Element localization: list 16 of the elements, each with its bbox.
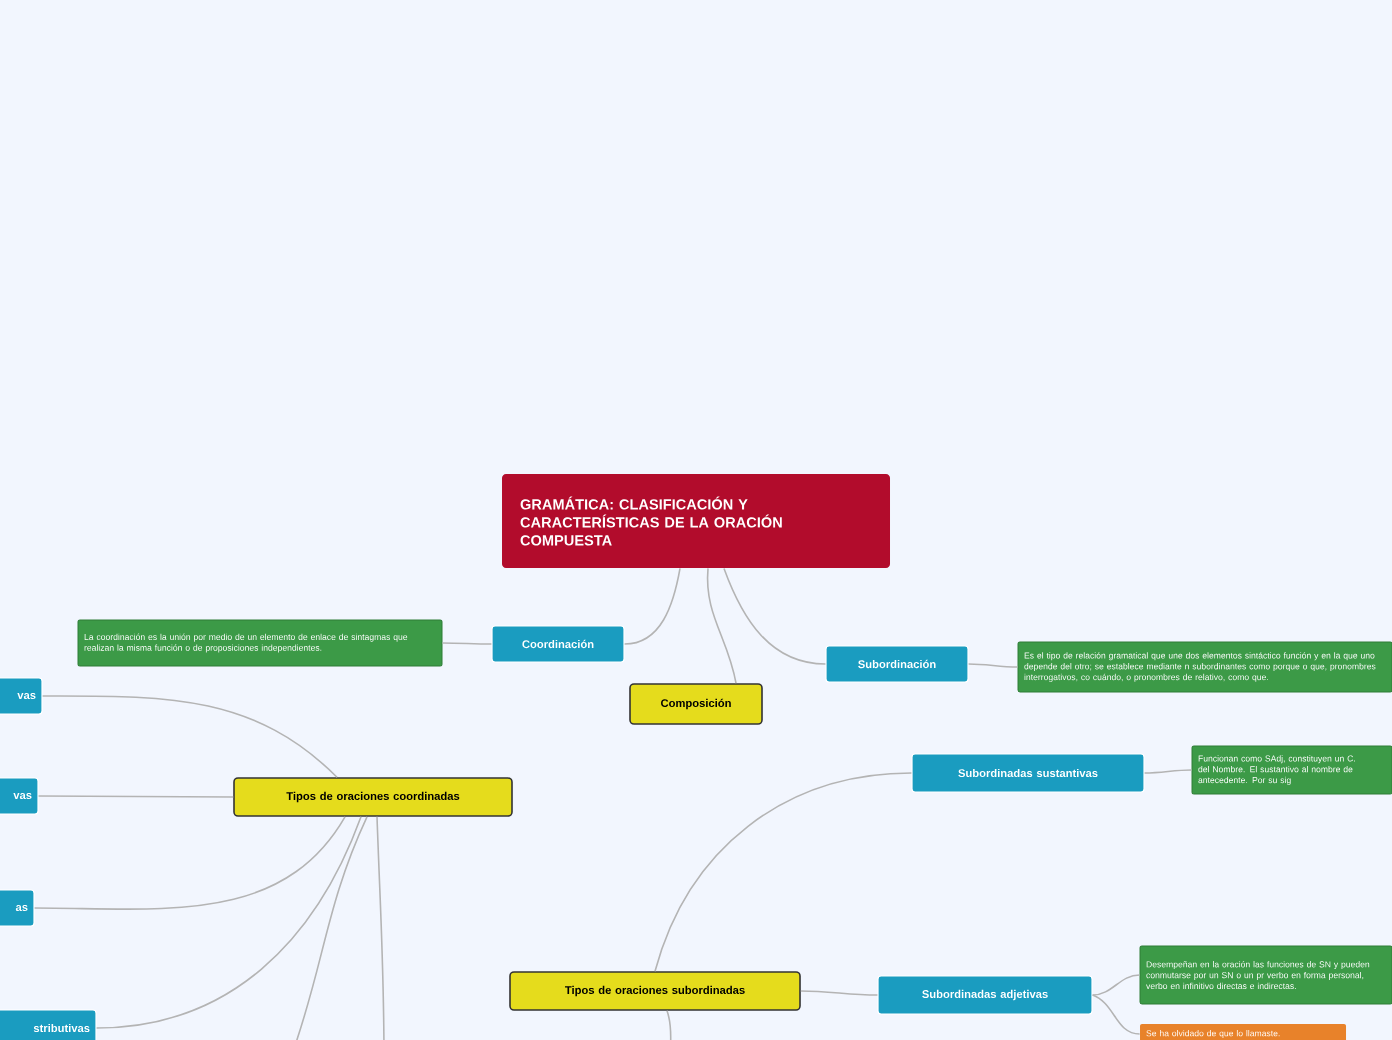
connector-line — [441, 642, 493, 645]
connector-line — [1143, 769, 1193, 774]
connector-line — [967, 663, 1019, 668]
connector-line — [1091, 994, 1141, 1035]
connector-line — [33, 816, 346, 910]
connector-line — [95, 816, 362, 1029]
connector-line — [706, 567, 737, 684]
connector-line — [654, 772, 913, 972]
connector-line — [723, 567, 827, 665]
connector-line — [1091, 974, 1141, 996]
connector-line — [41, 695, 338, 778]
connector-line — [666, 1010, 673, 1040]
connector-line — [37, 795, 234, 798]
connector-line — [376, 816, 385, 1040]
connector-line — [800, 990, 879, 996]
connector-line — [623, 567, 681, 645]
